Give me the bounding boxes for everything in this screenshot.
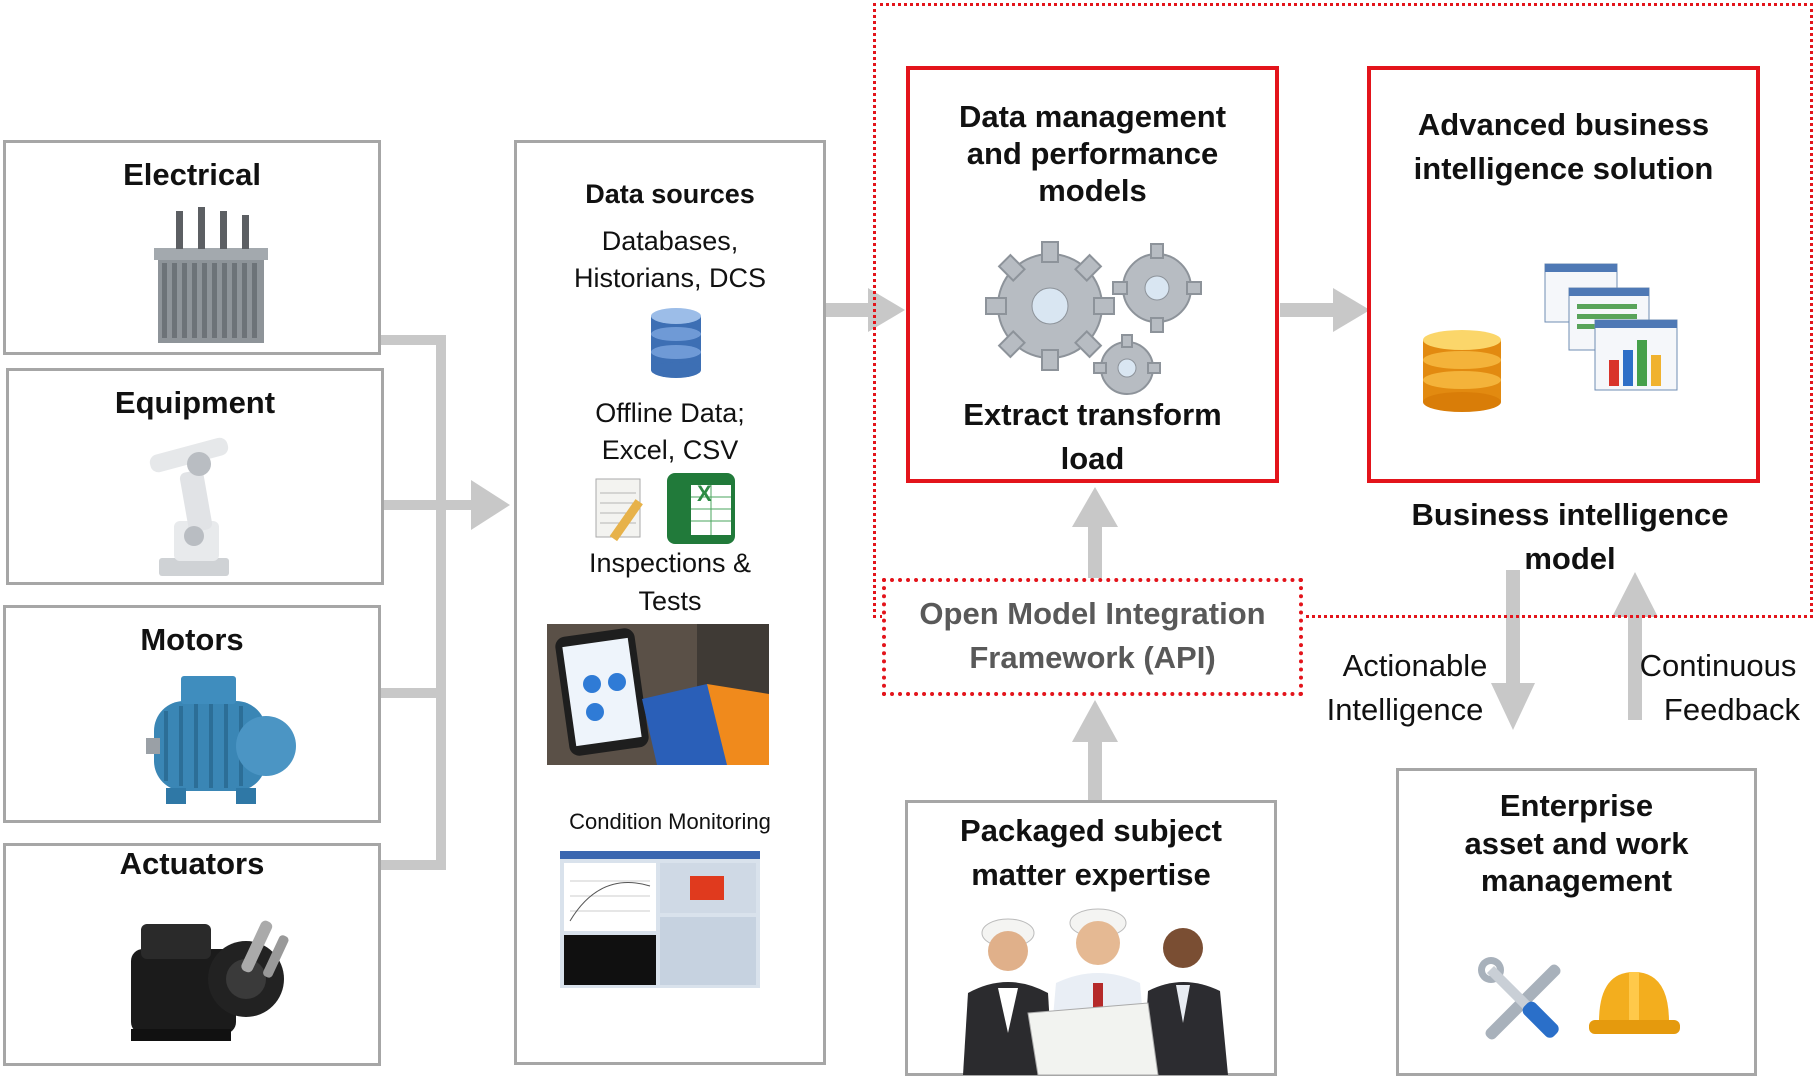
arrow-up-to-api [1072, 700, 1118, 742]
data-management-line2: and performance [966, 136, 1219, 171]
connector-motors [378, 688, 446, 698]
connector-actionable [1506, 570, 1520, 685]
database-icon [651, 308, 701, 378]
offline-line1: Offline Data; [595, 398, 745, 428]
inspections-line1: Inspections & [588, 548, 752, 578]
data-management-box: Data management and performance models E… [906, 66, 1279, 483]
actuators-label: Actuators [119, 846, 265, 881]
connector-ds-dm [825, 303, 870, 317]
databases-line1: Databases, [601, 226, 739, 256]
offline-line2: Excel, CSV [601, 435, 739, 465]
phone-image [547, 624, 769, 765]
bi-model-line1: Business intelligence [1411, 497, 1729, 532]
gears-icon [985, 241, 1202, 395]
bi-model-line2: model [1524, 541, 1616, 576]
motors-label: Motors [140, 622, 244, 657]
report-windows-icon [1544, 263, 1678, 391]
gold-database-icon [1423, 330, 1501, 412]
enterprise-line1: Enterprise [1499, 788, 1654, 823]
excel-icon: X [667, 473, 735, 544]
arrow-up-feedback [1612, 572, 1658, 617]
enterprise-line3: management [1480, 863, 1673, 898]
continuous-line1: Continuous [1639, 648, 1797, 683]
connector-feedback [1628, 615, 1642, 720]
actuator-image [131, 920, 289, 1041]
transformer-image [154, 207, 268, 343]
bi-solution-line1: Advanced business [1417, 107, 1710, 142]
motor-image [146, 676, 296, 804]
etl-line2: load [1060, 441, 1125, 476]
enterprise-line2: asset and work [1464, 826, 1689, 861]
bi-solution-box: Advanced business intelligence solution [1367, 66, 1760, 483]
actionable-line2: Intelligence [1326, 692, 1484, 727]
data-management-line1: Data management [958, 99, 1227, 134]
expertise-box: Packaged subject matter expertise [905, 800, 1277, 1076]
engineers-image [963, 908, 1228, 1075]
motors-box: Motors [3, 605, 381, 823]
actuators-box: Actuators [3, 843, 381, 1066]
svg-text:X: X [697, 481, 712, 506]
robot-arm-image [149, 437, 229, 576]
api-line2: Framework (API) [969, 640, 1216, 675]
continuous-line2: Feedback [1663, 692, 1801, 727]
databases-line2: Historians, DCS [573, 263, 767, 293]
expertise-line1: Packaged subject [960, 813, 1222, 848]
electrical-box: Electrical [3, 140, 381, 355]
connector-dm-bi [1280, 303, 1335, 317]
connector-vertical [436, 335, 446, 870]
analytics-region [873, 3, 1813, 618]
expertise-line2: matter expertise [971, 857, 1211, 892]
api-line1: Open Model Integration [919, 596, 1266, 631]
arrow-to-data-sources [471, 480, 510, 530]
connector-api-dm [1088, 525, 1102, 580]
wrench-screwdriver-icon [1478, 957, 1561, 1040]
arrow-down-actionable [1491, 683, 1535, 730]
data-sources-title: Data sources [585, 179, 755, 209]
enterprise-box: Enterprise asset and work management [1396, 768, 1757, 1076]
electrical-label: Electrical [123, 157, 261, 192]
data-management-line3: models [1038, 173, 1147, 208]
monitoring-screen-image [560, 851, 760, 988]
api-box: Open Model Integration Framework (API) [882, 578, 1303, 696]
connector-electrical [378, 335, 446, 345]
bi-solution-line2: intelligence solution [1413, 151, 1714, 186]
etl-line1: Extract transform [963, 397, 1222, 432]
condition-monitoring-label: Condition Monitoring [569, 809, 771, 834]
connector-exp-api [1088, 740, 1102, 800]
equipment-label: Equipment [114, 385, 276, 420]
data-sources-box: Data sources Databases, Historians, DCS … [514, 140, 826, 1065]
arrow-to-bi-solution [1333, 288, 1370, 332]
connector-actuators [378, 860, 446, 870]
connector-to-arrow [446, 500, 471, 510]
arrow-to-data-management [868, 288, 905, 332]
arrow-up-to-dm [1072, 487, 1118, 527]
connector-equipment [378, 500, 446, 510]
equipment-box: Equipment [6, 368, 384, 585]
actionable-line1: Actionable [1342, 648, 1488, 683]
inspections-line2: Tests [638, 586, 702, 616]
notepad-icon [595, 478, 643, 542]
hardhat-icon [1589, 972, 1680, 1034]
